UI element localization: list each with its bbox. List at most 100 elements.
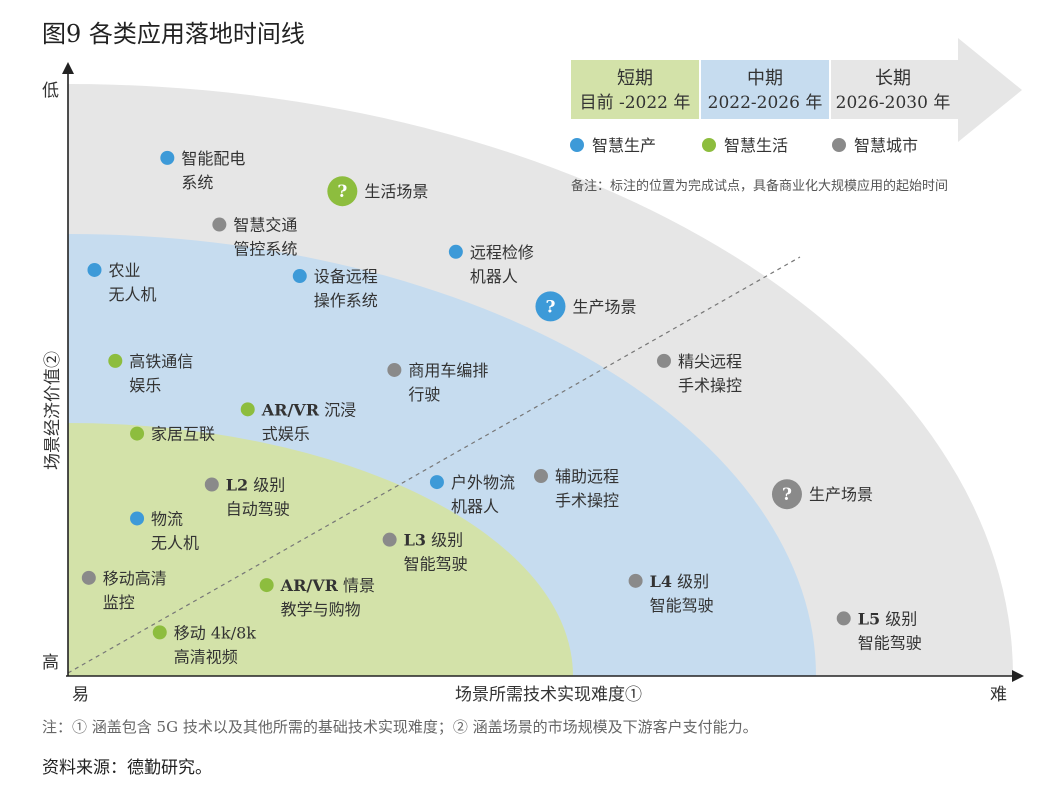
data-point-marker — [628, 573, 643, 588]
legend-marker-city — [832, 138, 846, 152]
data-point-label: 无人机 — [151, 533, 199, 552]
data-point-marker — [130, 511, 145, 526]
data-point-label: 商用车编排 — [408, 361, 488, 380]
data-point-label: 娱乐 — [129, 376, 161, 395]
data-point-label: 智能驾驶 — [404, 555, 468, 574]
legend-label-production: 智慧生产 — [592, 136, 656, 155]
data-point-marker — [836, 611, 851, 626]
timeline-short-box — [571, 60, 699, 119]
data-point-label: AR/VR 沉浸 — [261, 400, 356, 419]
data-point-marker — [534, 469, 548, 484]
legend-label-city: 智慧城市 — [854, 136, 918, 155]
data-point-label: 手术操控 — [678, 376, 742, 395]
timeline-banner: 短期 目前 -2022 年 中期 2022-2026 年 长期 2026-203… — [571, 38, 1022, 142]
timeline-mid-box — [701, 60, 829, 119]
timeline-mid-name: 中期 — [747, 68, 783, 89]
chart-note: 备注：标注的位置为完成试点，具备商业化大规模应用的起始时间 — [571, 178, 948, 194]
data-point-marker — [387, 362, 402, 377]
data-points: 智能配电系统远程检修机器人设备远程操作系统农业无人机户外物流机器人物流无人机高铁… — [81, 149, 922, 666]
data-point-label: L3 级别 — [404, 531, 463, 550]
data-point-label: 家居互联 — [151, 425, 215, 444]
data-point-label: L4 级别 — [650, 572, 709, 591]
data-point-label: AR/VR 情景 — [280, 576, 375, 595]
data-point-label: 行驶 — [408, 385, 440, 404]
footnote: 注：① 涵盖包含 5G 技术以及其他所需的基础技术实现难度；② 涵盖场景的市场规… — [42, 718, 758, 736]
chart-title: 图9 各类应用落地时间线 — [42, 20, 305, 48]
data-point-label: 教学与购物 — [281, 600, 361, 619]
data-point-marker — [160, 150, 175, 165]
y-axis-title: 场景经济价值② — [43, 351, 63, 470]
timeline-long-name: 长期 — [875, 68, 911, 89]
data-point-label: 智慧交通 — [233, 216, 297, 235]
data-point-label: 智能驾驶 — [650, 596, 714, 615]
data-point-label: 机器人 — [470, 267, 518, 286]
data-point-label: 辅助远程 — [555, 467, 619, 486]
data-point-marker — [240, 402, 255, 417]
data-point-label: L5 级别 — [858, 609, 917, 628]
data-point-marker — [259, 578, 274, 593]
source-line: 资料来源：德勤研究。 — [42, 758, 212, 778]
data-point-label: 农业 — [108, 261, 140, 280]
data-point-label: 式娱乐 — [262, 424, 310, 443]
data-point-label: 移动 4k/8k — [174, 623, 257, 642]
data-point-marker — [429, 475, 444, 490]
data-point-label: 系统 — [181, 173, 213, 192]
data-point-label: 物流 — [151, 509, 183, 528]
data-point-marker — [152, 625, 167, 640]
legend-marker-life — [702, 138, 716, 152]
legend-marker-production — [570, 138, 584, 152]
data-point-label: 管控系统 — [233, 240, 297, 259]
question-mark-icon: ? — [782, 485, 792, 505]
data-point-marker — [87, 262, 102, 277]
data-point-label: 户外物流 — [451, 473, 515, 492]
data-point-label: 移动高清 — [103, 569, 167, 588]
question-mark-label: 生活场景 — [364, 182, 428, 201]
data-point-label: 手术操控 — [555, 491, 619, 510]
data-point-label: 高铁通信 — [129, 352, 193, 371]
timeline-mid-range: 2022-2026 年 — [708, 93, 823, 113]
data-point-marker — [448, 244, 463, 259]
timeline-short-range: 目前 -2022 年 — [580, 93, 691, 113]
y-axis-arrow — [62, 62, 74, 74]
question-mark-icon: ? — [337, 182, 347, 202]
x-axis-arrow — [1012, 670, 1024, 682]
data-point-label: 机器人 — [451, 497, 499, 516]
x-axis-start-label: 易 — [72, 685, 89, 705]
data-point-label: 无人机 — [108, 285, 156, 304]
timeline-short-name: 短期 — [617, 68, 653, 89]
legend-label-life: 智慧生活 — [724, 136, 788, 155]
y-axis-top-label: 低 — [42, 81, 59, 101]
zone-short-term — [68, 423, 573, 676]
data-point-label: L2 级别 — [226, 476, 285, 495]
data-point-label: 自动驾驶 — [226, 500, 290, 519]
x-axis-end-label: 难 — [990, 685, 1007, 705]
question-mark-label: 生产场景 — [572, 297, 636, 316]
data-point-label: 高清视频 — [174, 647, 238, 666]
data-point-label: 操作系统 — [314, 291, 378, 310]
data-point-marker — [204, 477, 219, 492]
data-point-label: 智能配电 — [181, 149, 245, 168]
timeline-long-arrow — [831, 38, 1022, 142]
data-point-marker — [382, 532, 397, 547]
data-point-marker — [81, 570, 96, 585]
data-point-label: 智能驾驶 — [858, 633, 922, 652]
data-point-marker — [656, 353, 671, 368]
data-point-label: 精尖远程 — [678, 352, 742, 371]
y-axis-bottom-label: 高 — [42, 653, 59, 673]
timeline-long-range: 2026-2030 年 — [836, 93, 951, 113]
question-mark-marker — [771, 479, 802, 510]
data-point-marker — [212, 217, 227, 232]
data-point-marker — [130, 426, 145, 441]
x-axis-title: 场景所需技术实现难度① — [455, 685, 642, 705]
question-mark-icon: ? — [545, 297, 555, 317]
question-mark-marker — [327, 176, 358, 207]
data-point-label: 远程检修 — [470, 243, 534, 262]
question-mark-label: 生产场景 — [809, 485, 873, 504]
data-point-marker — [108, 353, 123, 368]
data-point-label: 监控 — [103, 593, 135, 612]
data-point-label: 设备远程 — [314, 267, 378, 286]
data-point-marker — [292, 269, 307, 284]
question-mark-marker — [535, 291, 566, 322]
